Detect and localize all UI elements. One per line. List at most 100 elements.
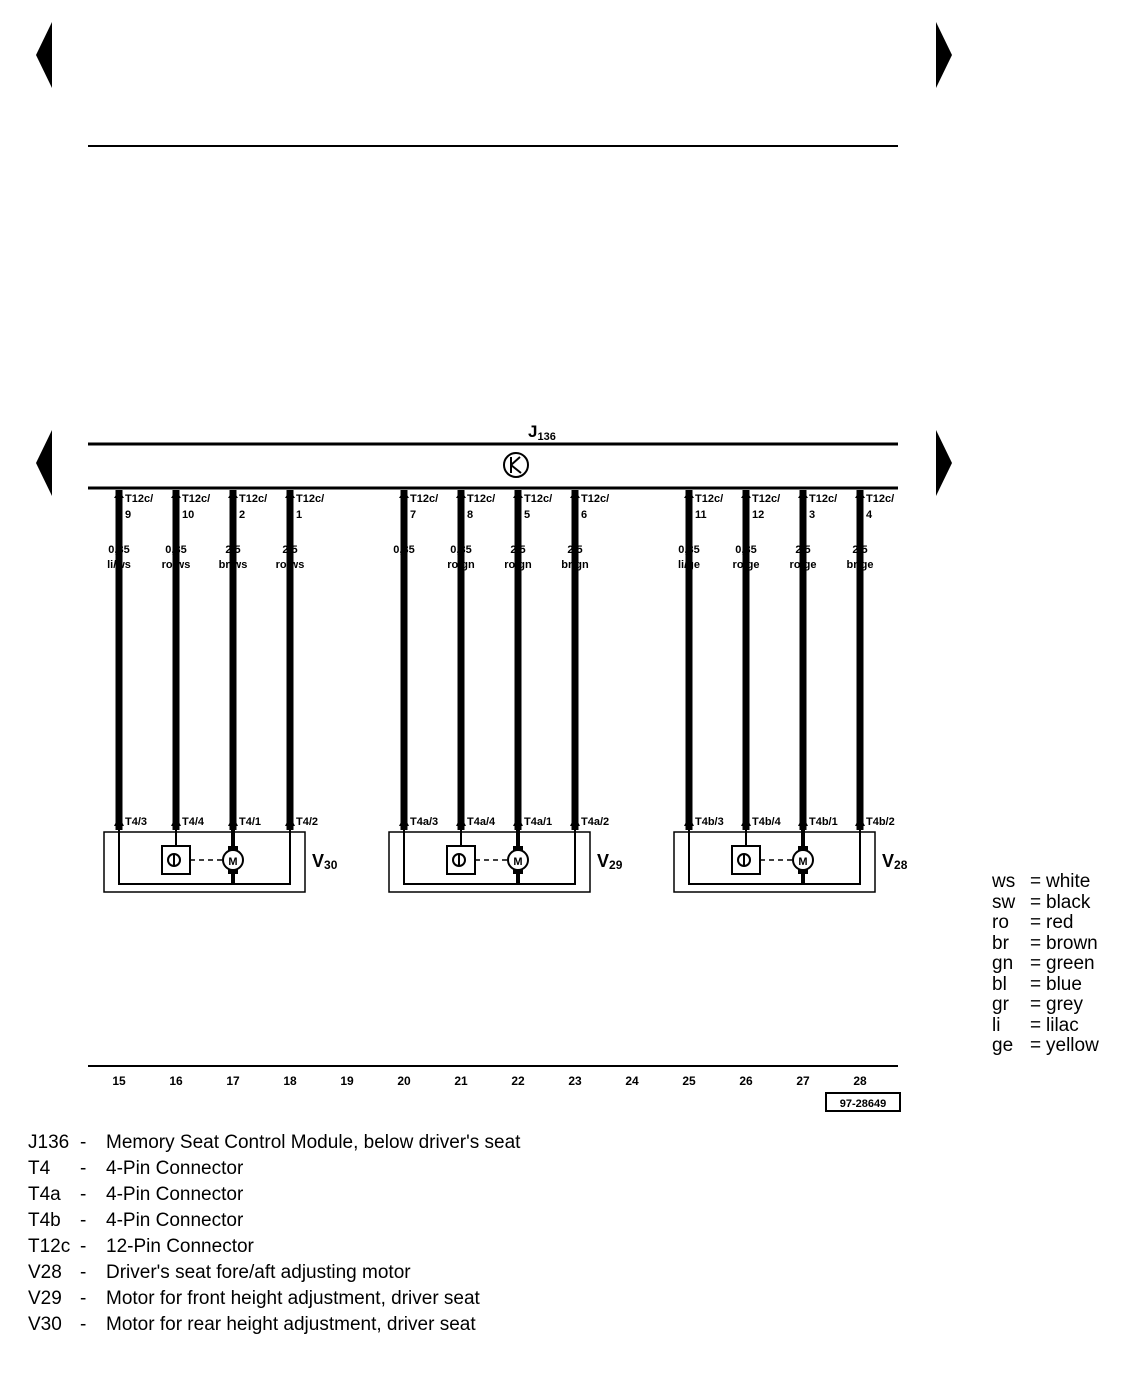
- wire-bottom-arrow-icon: [228, 816, 238, 826]
- wire-top-pin: T12c/: [695, 493, 723, 505]
- color-code-row: br=brown: [992, 932, 1099, 955]
- next-section-arrow-icon[interactable]: [936, 430, 952, 496]
- color-name: grey: [1046, 994, 1083, 1015]
- wire-size: 0,35: [108, 544, 129, 556]
- wire-color: br/gn: [561, 559, 589, 571]
- module-label: J136: [528, 422, 556, 443]
- wire-top-pin: T12c/: [866, 493, 894, 505]
- wire-top-pin-number: 11: [695, 509, 707, 521]
- wire-bottom-arrow-icon: [171, 816, 181, 826]
- wire-bottom-pin: T4a/4: [467, 816, 496, 828]
- wire-top-pin: T12c/: [239, 493, 267, 505]
- wire-bottom-pin: T4/3: [125, 816, 147, 828]
- wire-top-pin: T12c/: [125, 493, 153, 505]
- prev-page-arrow-icon[interactable]: [36, 22, 52, 88]
- wire-color: br/ge: [847, 559, 874, 571]
- legend-description: Motor for rear height adjustment, driver…: [106, 1314, 476, 1335]
- color-code-row: gn=green: [992, 953, 1099, 975]
- color-abbr: br: [992, 932, 1009, 954]
- legend-row: J136-Memory Seat Control Module, below d…: [28, 1130, 546, 1156]
- motor-circuit: [118, 830, 291, 885]
- wire-bottom-pin: T4b/3: [695, 816, 724, 828]
- motor-label: V28: [882, 851, 908, 872]
- legend-description: 4-Pin Connector: [106, 1158, 244, 1179]
- wire-size: 2,5: [852, 544, 867, 556]
- equals-sign: =: [1030, 891, 1042, 913]
- motor-symbol: M: [513, 856, 522, 868]
- motor-circuit: [403, 830, 576, 885]
- wire-bottom-pin: T4/4: [182, 816, 205, 828]
- legend-dash: -: [80, 1262, 87, 1283]
- wire-color: ro/ge: [790, 559, 817, 571]
- wire-bottom-pin: T4b/2: [866, 816, 895, 828]
- motor-icon: [792, 849, 814, 871]
- color-name: black: [1046, 891, 1091, 913]
- legend-description: Driver's seat fore/aft adjusting motor: [106, 1262, 411, 1283]
- legend-description: 4-Pin Connector: [106, 1210, 244, 1231]
- wire-color: li: [401, 559, 407, 571]
- color-name: lilac: [1046, 1014, 1079, 1036]
- equals-sign: =: [1030, 1014, 1042, 1036]
- legend-description: Motor for front height adjustment, drive…: [106, 1288, 480, 1309]
- wire-top-arrow-icon: [285, 490, 295, 498]
- wire-top-pin: T12c/: [467, 493, 495, 505]
- wire-top-arrow-icon: [855, 490, 865, 498]
- column-number: 23: [568, 1074, 582, 1088]
- motor-circuit: [688, 830, 861, 885]
- wire-size: 0,35: [165, 544, 186, 556]
- wire-size: 2,5: [510, 544, 525, 556]
- wire-top-pin-number: 4: [866, 509, 873, 521]
- wire-size: 0,35: [393, 544, 414, 556]
- wire-top-pin-number: 1: [296, 509, 302, 521]
- column-number: 27: [796, 1074, 810, 1088]
- legend-dash: -: [80, 1288, 87, 1309]
- legend-code: J136: [28, 1132, 70, 1153]
- color-code-row: ro=red: [992, 912, 1099, 934]
- motor-symbol: M: [228, 856, 237, 868]
- motor-symbol: M: [798, 856, 807, 868]
- equals-sign: =: [1030, 953, 1042, 974]
- wire-top-arrow-icon: [228, 490, 238, 498]
- wire-top-pin-number: 12: [752, 509, 764, 521]
- color-code-row: li=lilac: [992, 1014, 1099, 1037]
- legend-row: V28-Driver's seat fore/aft adjusting mot…: [28, 1260, 546, 1286]
- next-page-arrow-icon[interactable]: [936, 22, 952, 88]
- motor-unit: M V28: [673, 830, 908, 893]
- column-number: 20: [397, 1074, 411, 1088]
- wire-bottom-arrow-icon: [798, 816, 808, 826]
- color-name: brown: [1046, 932, 1098, 954]
- legend-dash: -: [80, 1236, 87, 1257]
- motor-housing: [103, 831, 306, 893]
- legend-row: T4a-4-Pin Connector: [28, 1182, 546, 1208]
- wire-size: 2,5: [567, 544, 582, 556]
- wire-color: ro/gn: [447, 559, 475, 571]
- wire-bottom-pin: T4/1: [239, 816, 261, 828]
- wire-color: ro/ws: [276, 559, 305, 571]
- wire-top-pin-number: 5: [524, 509, 530, 521]
- wire-top-pin: T12c/: [296, 493, 324, 505]
- wire-size: 0,35: [450, 544, 471, 556]
- color-abbr: gr: [992, 994, 1009, 1015]
- component-legend: J136 - Memory Seat Control Module, below d…: [28, 1130, 546, 1338]
- color-code-row: bl=blue: [992, 973, 1099, 996]
- color-abbr: bl: [992, 973, 1007, 995]
- wire-top-pin: T12c/: [752, 493, 780, 505]
- column-number: 28: [853, 1074, 867, 1088]
- legend-description: Memory Seat Control Module, below driver…: [106, 1132, 521, 1153]
- prev-section-arrow-icon[interactable]: [36, 430, 52, 496]
- wire-color: ro/gn: [504, 559, 532, 571]
- color-code-row: ws=white: [992, 871, 1099, 893]
- column-number: 19: [340, 1074, 354, 1088]
- wire-bottom-arrow-icon: [741, 816, 751, 826]
- color-name: white: [1046, 871, 1091, 892]
